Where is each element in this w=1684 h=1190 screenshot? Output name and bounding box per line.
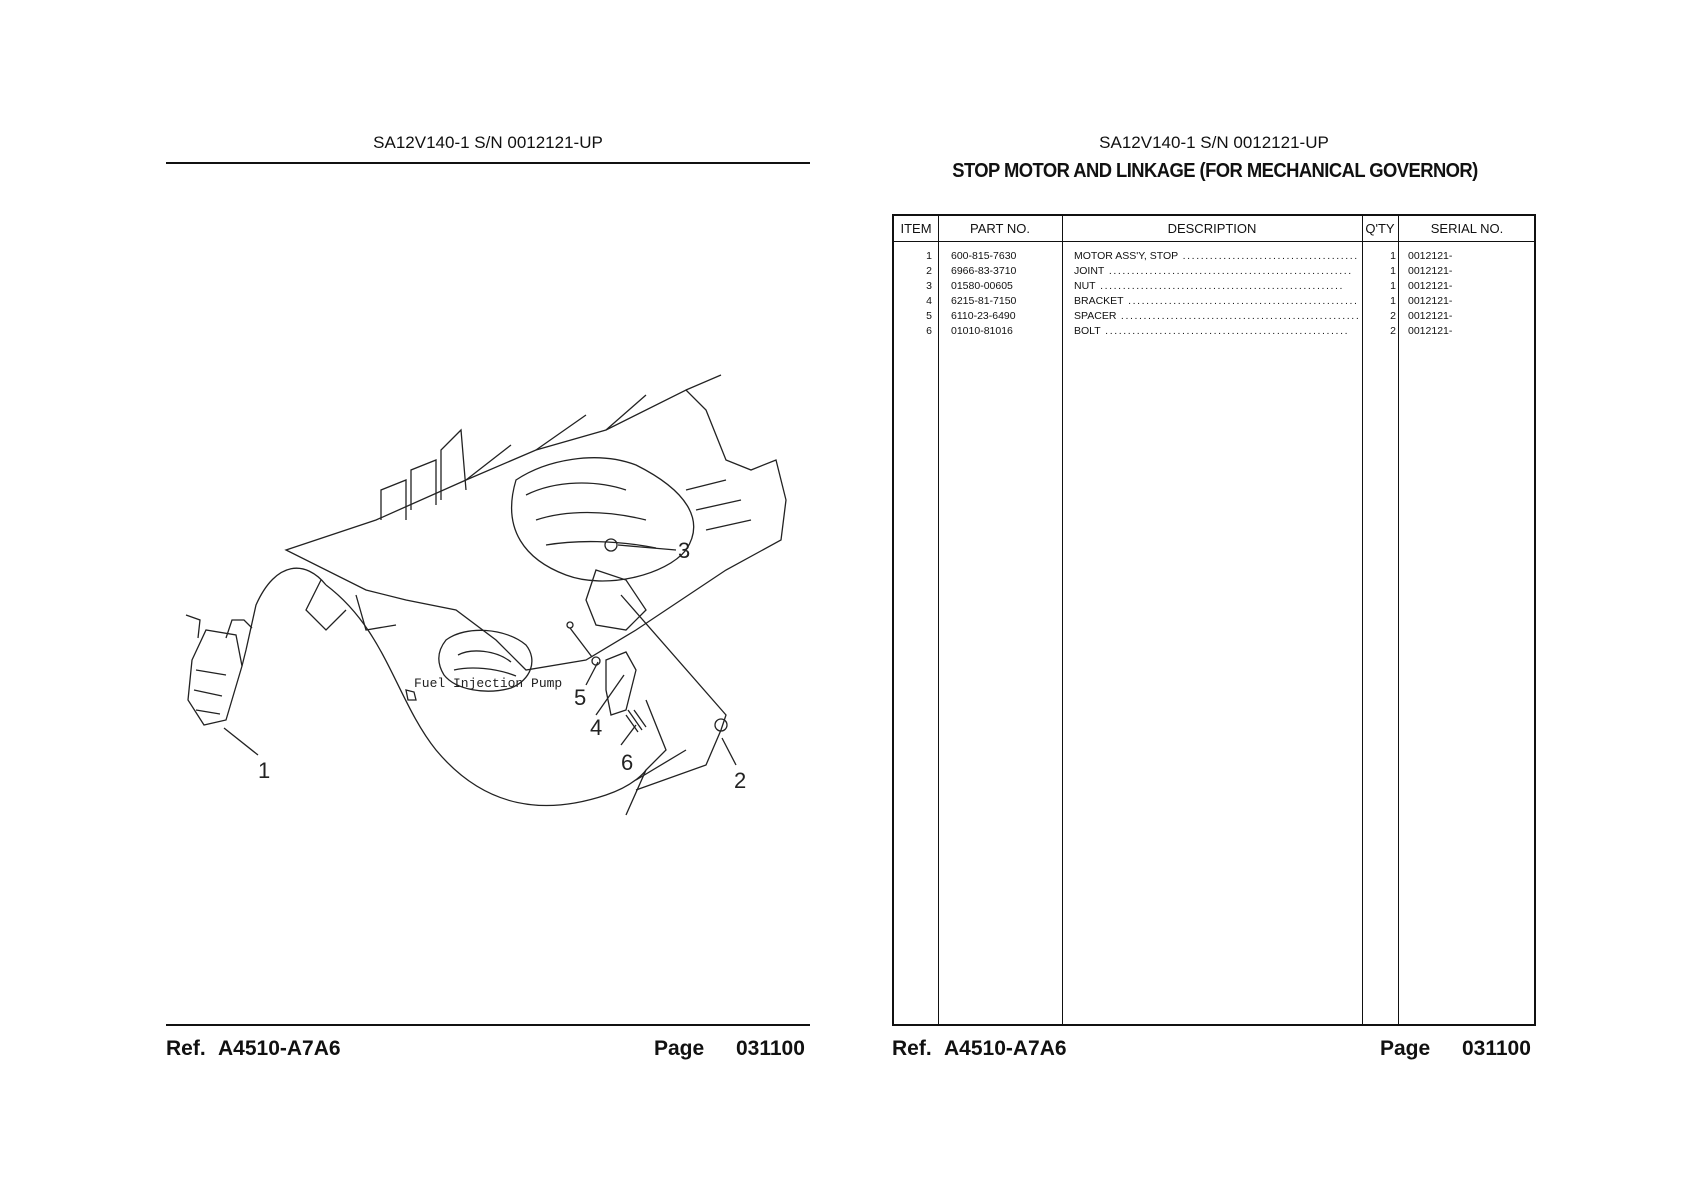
description: NUT ....................................… [1074, 280, 1345, 292]
parts-table: ITEM PART NO. DESCRIPTION Q'TY SERIAL NO… [892, 214, 1536, 1026]
left-page-value: 031100 [736, 1037, 805, 1060]
item-number: 4 [926, 295, 932, 307]
table-rows: 1 600-815-7630 MOTOR ASS'Y, STOP .......… [894, 250, 1534, 340]
header-divider [894, 241, 1534, 242]
part-number: 600-815-7630 [951, 250, 1017, 262]
callout-4: 4 [590, 715, 602, 740]
item-number: 5 [926, 310, 932, 322]
fuel-injection-pump-label: Fuel Injection Pump [414, 676, 562, 691]
left-page-label: Page [654, 1037, 705, 1060]
part-number: 6110-23-6490 [951, 310, 1016, 322]
left-ref-value: A4510-A7A6 [218, 1037, 341, 1060]
bracket-linkage-drawing [566, 538, 728, 816]
right-page-value: 031100 [1462, 1037, 1531, 1060]
engine-block-drawing [284, 374, 787, 671]
column-divider [1398, 216, 1399, 1024]
column-divider [1362, 216, 1363, 1024]
quantity: 2 [1390, 310, 1396, 322]
serial-number: 0012121- [1408, 250, 1453, 262]
serial-number: 0012121- [1408, 295, 1453, 307]
callout-leaders [223, 544, 737, 766]
item-number: 1 [926, 250, 932, 262]
callout-6: 6 [621, 750, 633, 775]
callout-2: 2 [734, 768, 746, 793]
right-ref-value: A4510-A7A6 [944, 1037, 1067, 1060]
header-item: ITEM [900, 221, 932, 236]
left-header-rule [166, 162, 810, 164]
header-serial-no: SERIAL NO. [1430, 221, 1504, 236]
page-title: STOP MOTOR AND LINKAGE (FOR MECHANICAL G… [952, 160, 1478, 182]
part-number: 6215-81-7150 [951, 295, 1017, 307]
header-part-no: PART NO. [970, 221, 1030, 236]
quantity: 1 [1390, 295, 1396, 307]
parts-illustration: 1 2 3 4 5 6 Fuel Injection Pump [166, 370, 816, 840]
description: BOLT ...................................… [1074, 325, 1350, 337]
quantity: 1 [1390, 265, 1396, 277]
table-row: 4 6215-81-7150 BRACKET .................… [894, 295, 1534, 310]
description: JOINT ..................................… [1074, 265, 1353, 277]
table-row: 1 600-815-7630 MOTOR ASS'Y, STOP .......… [894, 250, 1534, 265]
quantity: 2 [1390, 325, 1396, 337]
stop-motor-drawing [185, 567, 647, 807]
callout-5: 5 [574, 685, 586, 710]
quantity: 1 [1390, 280, 1396, 292]
serial-number: 0012121- [1408, 280, 1453, 292]
fuel-injection-pump-drawing [438, 629, 533, 692]
item-number: 6 [926, 325, 932, 337]
part-number: 01010-81016 [951, 325, 1013, 337]
right-page-label: Page [1380, 1037, 1431, 1060]
table-row: 3 01580-00605 NUT ......................… [894, 280, 1534, 295]
serial-number: 0012121- [1408, 265, 1453, 277]
right-ref-label: Ref. [892, 1037, 932, 1060]
part-number: 6966-83-3710 [951, 265, 1017, 277]
column-divider [1062, 216, 1063, 1024]
header-description: DESCRIPTION [1167, 221, 1257, 236]
description: MOTOR ASS'Y, STOP ......................… [1074, 250, 1358, 262]
left-footer-rule [166, 1024, 810, 1026]
left-ref-label: Ref. [166, 1037, 206, 1060]
table-row: 2 6966-83-3710 JOINT ...................… [894, 265, 1534, 280]
description: BRACKET ................................… [1074, 295, 1358, 307]
description: SPACER .................................… [1074, 310, 1358, 322]
callout-1: 1 [258, 758, 270, 783]
left-model-header: SA12V140-1 S/N 0012121-UP [373, 133, 603, 152]
quantity: 1 [1390, 250, 1396, 262]
callout-3: 3 [678, 538, 690, 563]
part-number: 01580-00605 [951, 280, 1013, 292]
serial-number: 0012121- [1408, 325, 1453, 337]
header-qty: Q'TY [1365, 221, 1395, 236]
table-row: 5 6110-23-6490 SPACER ..................… [894, 310, 1534, 325]
serial-number: 0012121- [1408, 310, 1453, 322]
item-number: 2 [926, 265, 932, 277]
right-model-header: SA12V140-1 S/N 0012121-UP [1099, 133, 1329, 152]
table-row: 6 01010-81016 BOLT .....................… [894, 325, 1534, 340]
item-number: 3 [926, 280, 932, 292]
column-divider [938, 216, 939, 1024]
